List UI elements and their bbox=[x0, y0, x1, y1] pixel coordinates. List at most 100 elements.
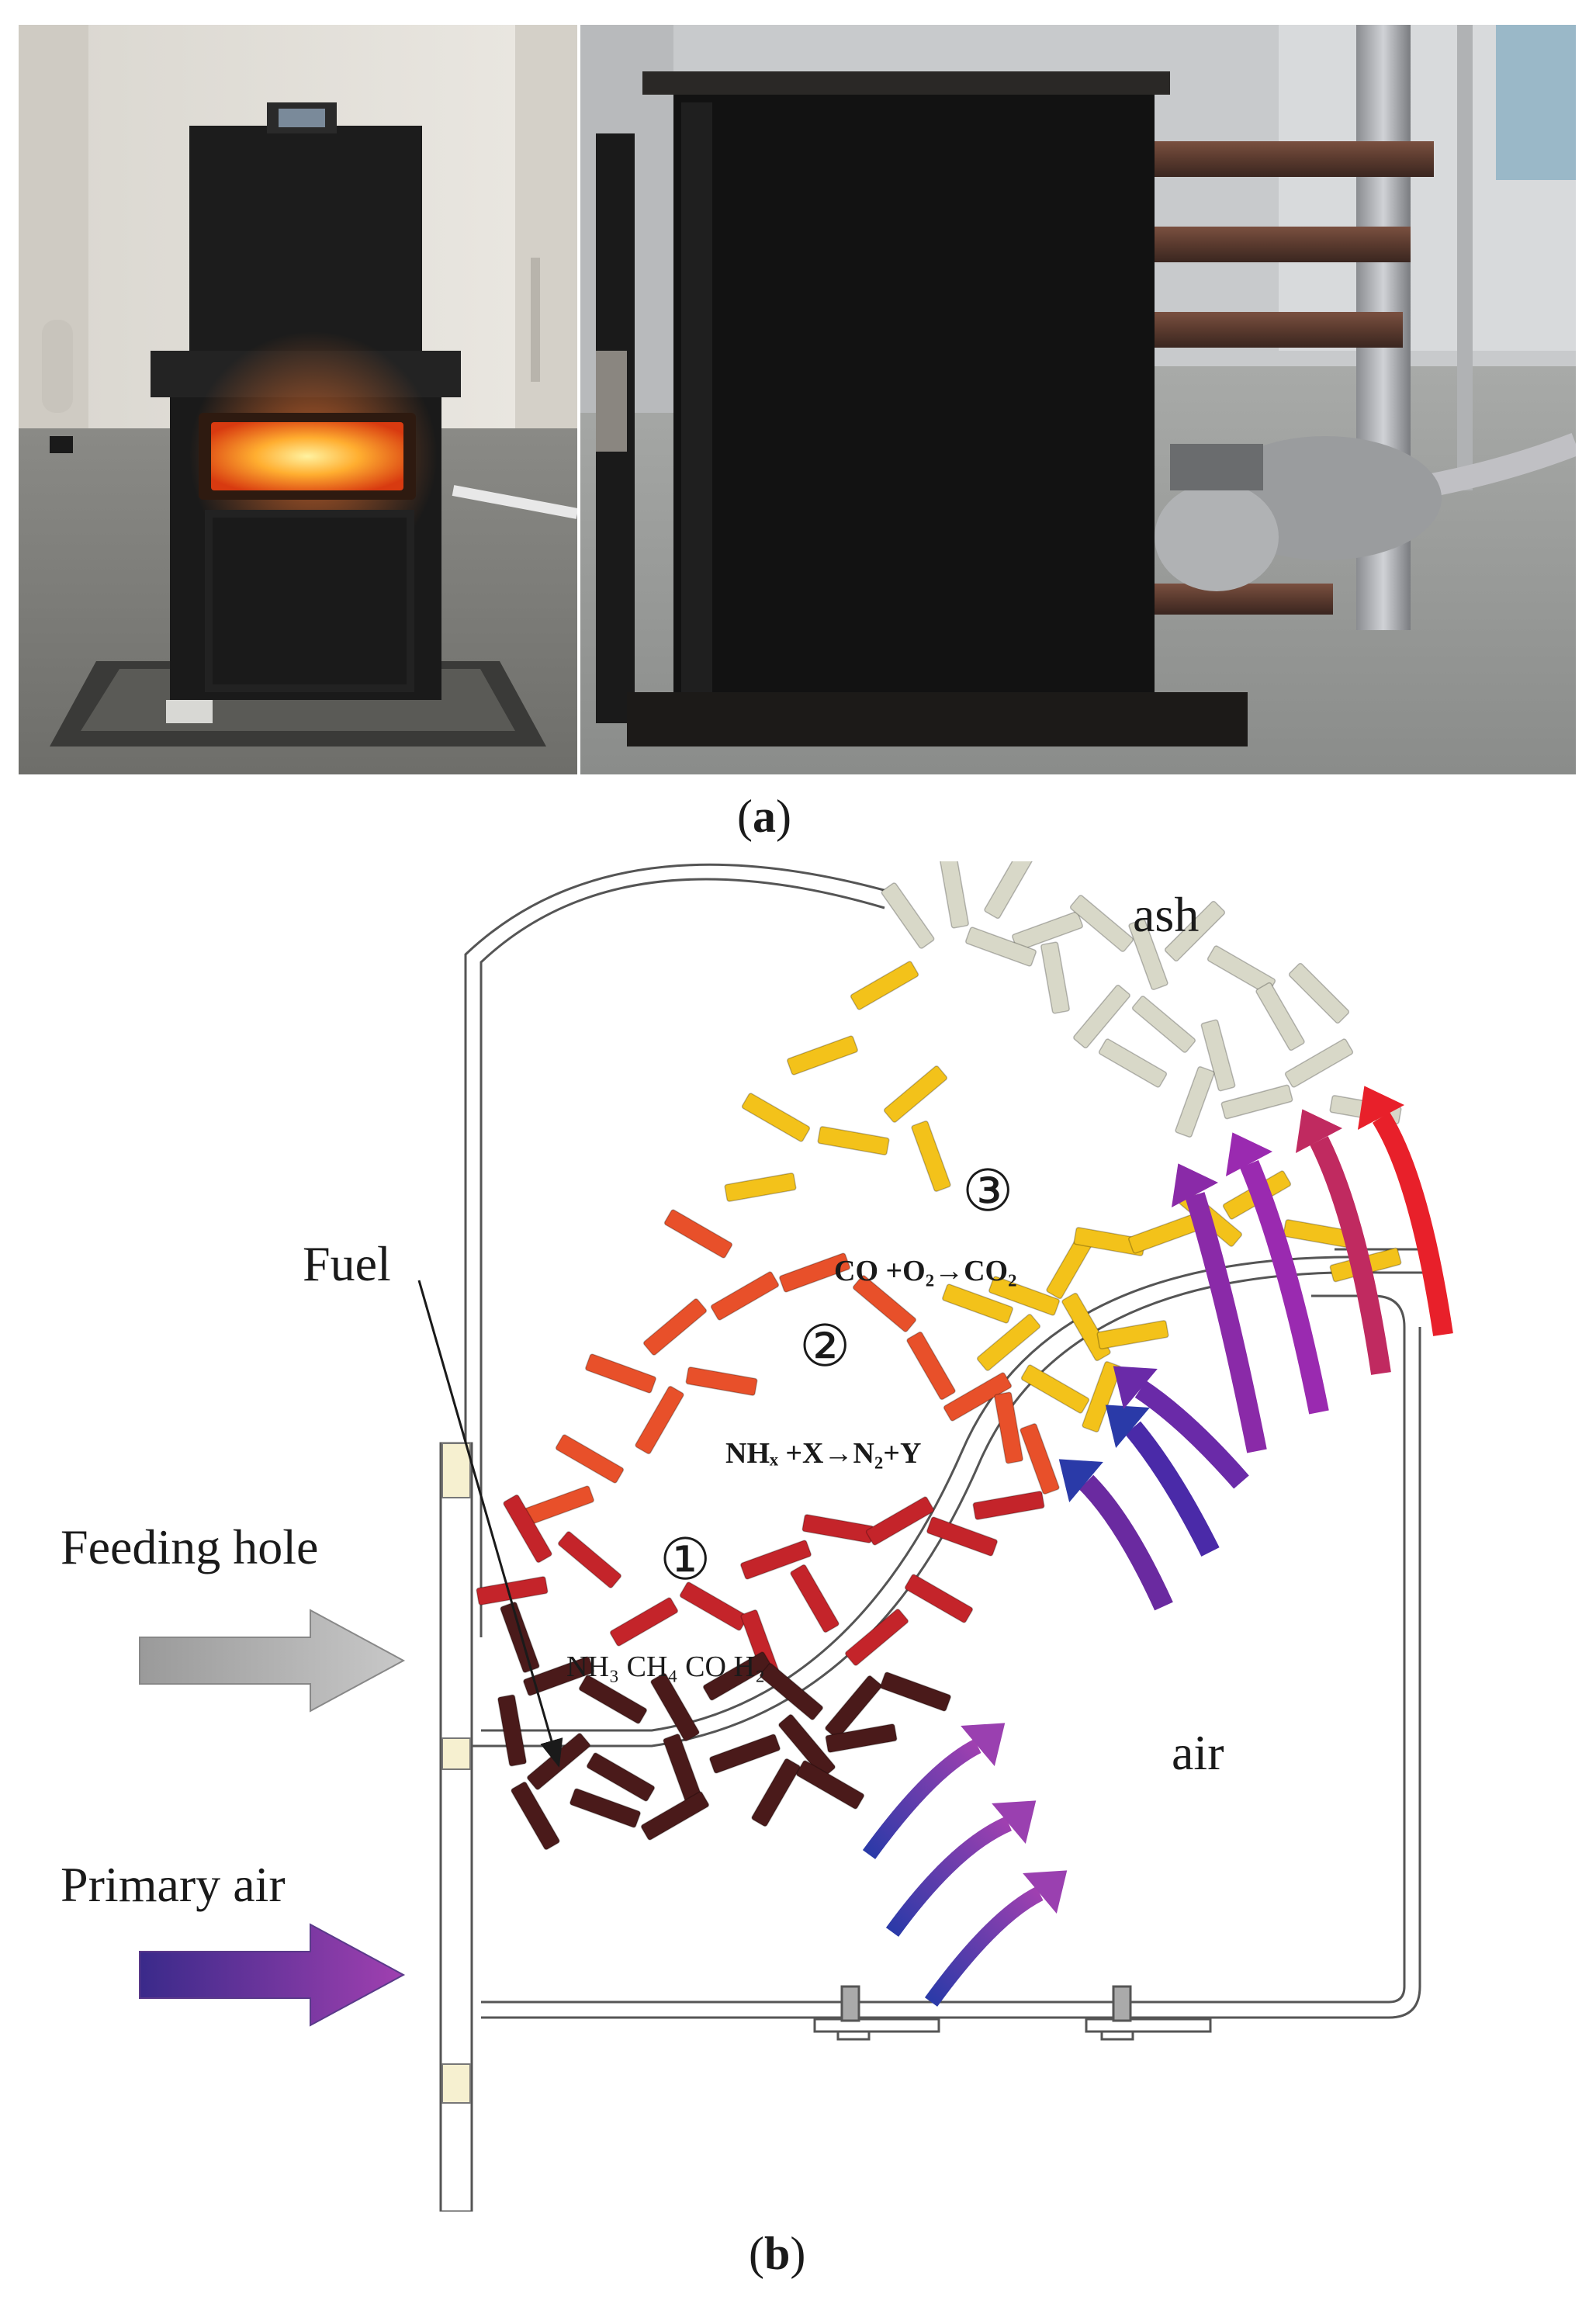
zone2-particle bbox=[663, 1209, 733, 1259]
ash-particles bbox=[881, 861, 1402, 1138]
ash-particle bbox=[1175, 1066, 1215, 1138]
zone3-particle bbox=[883, 1065, 948, 1123]
fuel-particle bbox=[795, 1760, 865, 1810]
zone1-particle bbox=[865, 1496, 935, 1546]
support-bolts bbox=[813, 1985, 1212, 2041]
ash-particle bbox=[1255, 982, 1305, 1051]
fuel-particle bbox=[578, 1675, 648, 1724]
fuel-particle bbox=[523, 1656, 594, 1696]
fuel-particle bbox=[702, 1651, 772, 1701]
zone3-particle bbox=[1020, 1364, 1090, 1414]
feeding-hole-label: Feeding hole bbox=[61, 1519, 318, 1574]
curved-air-arrow bbox=[1134, 1380, 1249, 1489]
zone3-particle bbox=[976, 1314, 1041, 1371]
curved-air-arrow-head bbox=[1295, 1109, 1343, 1153]
zone2-particle bbox=[585, 1353, 656, 1394]
zone3-reaction: CO +O₂→CO₂ bbox=[834, 1255, 1017, 1287]
zone1-particle bbox=[740, 1540, 812, 1580]
zone2-particle bbox=[779, 1252, 850, 1293]
curved-air-arrow-head bbox=[1171, 1163, 1219, 1207]
zone2-particle bbox=[852, 1275, 917, 1332]
zone3-particle bbox=[1128, 1214, 1200, 1254]
zone2-particle bbox=[642, 1298, 708, 1356]
caption-a: (a) bbox=[737, 791, 791, 842]
fuel-particle bbox=[825, 1675, 882, 1740]
zone2-particle bbox=[710, 1271, 780, 1321]
zone3-particle bbox=[787, 1035, 858, 1076]
zone2-particle bbox=[555, 1434, 625, 1484]
fuel-particle bbox=[511, 1781, 560, 1851]
zone1-particle bbox=[801, 1514, 874, 1543]
under-grate-arrow bbox=[885, 1816, 1013, 1937]
zone3-particle bbox=[724, 1173, 797, 1202]
ash-particle bbox=[940, 861, 969, 929]
zone2-particles bbox=[523, 1209, 1060, 1526]
ash-particle bbox=[1284, 1038, 1354, 1088]
fuel-particle bbox=[586, 1752, 656, 1802]
combustion-diagram: ash Fuel Feeding hole Primary air air ③ … bbox=[61, 861, 1453, 2212]
ash-particle bbox=[881, 882, 935, 949]
air-label: air bbox=[1172, 1725, 1224, 1780]
zone2-particle bbox=[523, 1485, 594, 1526]
feeding-hole-arrow bbox=[139, 1609, 406, 1713]
zone1-particle bbox=[972, 1491, 1045, 1520]
curved-air-arrow bbox=[1078, 1474, 1173, 1611]
zone1-particle bbox=[790, 1564, 840, 1633]
zone1-particle bbox=[557, 1531, 622, 1588]
fuel-particle bbox=[778, 1713, 836, 1779]
zone1-particle bbox=[503, 1494, 552, 1564]
under-grate-arrow-head bbox=[992, 1800, 1037, 1845]
stove-front-photo bbox=[19, 25, 577, 774]
curved-air-arrow-head bbox=[1113, 1366, 1158, 1410]
zone3-particle bbox=[1096, 1320, 1169, 1349]
zone2-particle bbox=[906, 1331, 956, 1401]
primary-air-label: Primary air bbox=[61, 1857, 286, 1912]
fuel-particle bbox=[570, 1788, 641, 1828]
zone3-marker: ③ bbox=[962, 1160, 1013, 1224]
zone3-particle bbox=[942, 1283, 1013, 1324]
zone3-particle bbox=[741, 1093, 811, 1142]
under-grate-arrow bbox=[924, 1886, 1044, 2007]
curved-air-arrow bbox=[1239, 1160, 1329, 1415]
zone2-particle bbox=[1020, 1423, 1060, 1495]
zone1-particle bbox=[904, 1574, 974, 1623]
fuel-label: Fuel bbox=[303, 1236, 391, 1291]
curved-air-arrow bbox=[1310, 1136, 1391, 1375]
zone2-particle bbox=[994, 1391, 1023, 1464]
ash-particle bbox=[1288, 962, 1350, 1024]
zone1-particle bbox=[609, 1597, 679, 1647]
zone3-particle bbox=[911, 1121, 951, 1192]
under-grate-arrow bbox=[862, 1739, 981, 1859]
curved-air-arrow bbox=[1372, 1112, 1453, 1336]
curved-air-arrow-head bbox=[1225, 1132, 1273, 1176]
zone3-particle bbox=[1061, 1292, 1111, 1362]
curved-air-arrow-head bbox=[1357, 1086, 1405, 1130]
zone3-particle bbox=[988, 1276, 1060, 1316]
zone2-marker: ② bbox=[799, 1315, 850, 1379]
ash-particle bbox=[1069, 895, 1134, 952]
ash-particle bbox=[1164, 900, 1226, 962]
fuel-particle bbox=[759, 1663, 824, 1720]
ash-label: ash bbox=[1133, 887, 1199, 942]
ash-particle bbox=[1131, 996, 1196, 1053]
zone3-particle bbox=[817, 1126, 890, 1155]
ash-particle bbox=[1073, 984, 1130, 1049]
fuel-particle bbox=[650, 1672, 700, 1742]
fuel-particle bbox=[709, 1734, 781, 1774]
zone3-particle bbox=[1082, 1361, 1122, 1432]
fuel-particle bbox=[751, 1758, 801, 1827]
left-wall bbox=[439, 1442, 473, 2212]
fuel-particle bbox=[497, 1694, 527, 1767]
ash-particle bbox=[1220, 1084, 1293, 1120]
primary-air-arrow bbox=[139, 1923, 406, 2027]
zone2-reaction: NHₓ +X→N₂+Y bbox=[725, 1437, 921, 1470]
zone1-particle bbox=[926, 1516, 998, 1557]
zone2-particle bbox=[943, 1372, 1013, 1422]
fuel-particle bbox=[880, 1671, 951, 1712]
zone1-reaction: NH₃ CH₄ CO H₂ bbox=[566, 1651, 765, 1683]
under-grate-arrow-head bbox=[961, 1723, 1006, 1767]
fuel-particle bbox=[640, 1791, 710, 1841]
under-grate-arrow-head bbox=[1023, 1870, 1068, 1914]
zone1-particle bbox=[844, 1609, 909, 1666]
zone1-particle bbox=[476, 1576, 549, 1606]
